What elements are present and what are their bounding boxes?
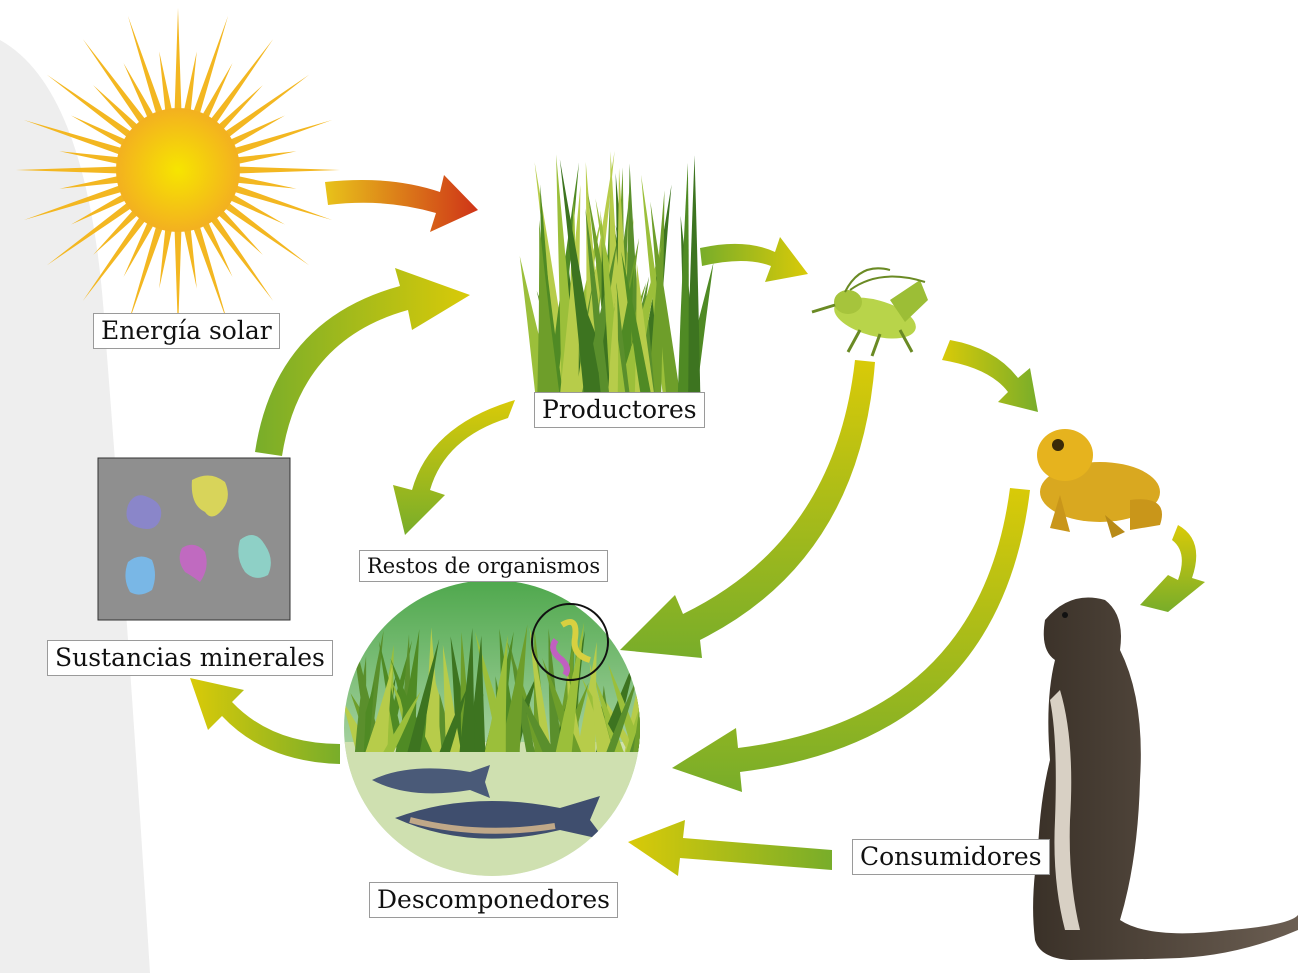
sun-ray [236,167,340,174]
sun-ray [184,227,197,289]
grasshopper-to-frog-arrow [942,340,1038,412]
mineral-blobs-icon [98,458,290,620]
sun-ray [232,185,332,220]
producers-to-remains-arrow [393,400,515,535]
sun-ray [175,8,182,112]
label-decomposers: Descomponedores [369,882,618,918]
grass-blade [678,163,689,392]
sun-ray [235,176,297,189]
sun-ray [223,75,309,139]
label-consumers: Consumidores [852,839,1050,875]
sun-ray [223,201,309,265]
minerals-to-producers-arrow [255,268,470,456]
sun-ray [193,224,228,324]
sun-ray [128,224,163,324]
sun-to-producers-arrow [325,175,478,232]
sun-ray [159,51,172,113]
consumers-to-decomposers-arrow [628,820,832,876]
decomposers-to-minerals-arrow [190,678,340,764]
sun-ray [159,227,172,289]
sun-ray [235,151,297,164]
frog-to-otter-arrow [1140,525,1205,612]
sun-ray [128,16,163,116]
sun-ray [193,16,228,116]
label-organism-remains: Restos de organismos [359,550,608,582]
grasshopper-icon [812,268,928,356]
sun-ray [83,39,147,125]
label-producers: Productores [534,392,705,428]
producers-to-grasshopper-arrow [700,237,808,282]
sun-ray [209,39,273,125]
sun-ray [209,215,273,301]
otter-icon [1033,598,1298,961]
grass-blade [687,155,700,392]
sun-ray [184,51,197,113]
label-solar-energy: Energía solar [93,313,280,349]
frog-icon [1037,429,1162,538]
decomposers-circle [340,580,669,882]
grass-icon [520,151,714,392]
label-mineral-substances: Sustancias minerales [47,640,333,676]
sun-ray [232,120,332,155]
frog-to-decomposers-arrow [672,488,1030,792]
